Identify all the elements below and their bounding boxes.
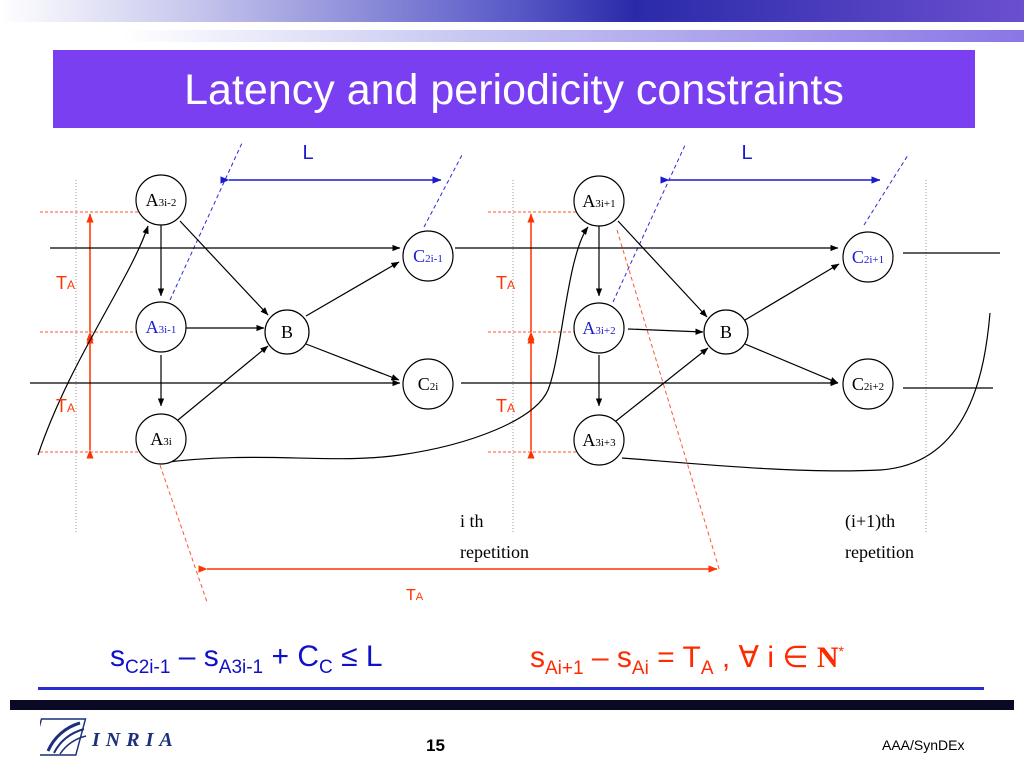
node-c2i+1: C2i+1 bbox=[852, 247, 884, 267]
footer-label: AAA/SynDEx bbox=[882, 737, 965, 753]
page-number: 15 bbox=[426, 736, 445, 755]
ta-label-1: TA bbox=[56, 273, 75, 293]
inria-logo-text: INRIA bbox=[92, 729, 179, 751]
ith-repetition-line2: repetition bbox=[460, 542, 529, 562]
ta-label-3: TA bbox=[496, 273, 515, 293]
slide-title: Latency and periodicity constraints bbox=[184, 66, 844, 114]
footer-dark-rule bbox=[10, 700, 1014, 710]
node-a3i+3: A3i+3 bbox=[582, 430, 616, 450]
i1th-repetition-line1: (i+1)th bbox=[845, 511, 895, 532]
ith-repetition-line1: i th bbox=[460, 511, 484, 531]
flow-lines bbox=[30, 244, 1000, 389]
node-c2i: C2i bbox=[418, 374, 439, 394]
edges bbox=[157, 220, 840, 422]
ta-label-2: TA bbox=[56, 396, 75, 416]
period-diagonals bbox=[159, 229, 721, 603]
nodes bbox=[135, 174, 894, 466]
i1th-repetition-line2: repetition bbox=[845, 542, 914, 562]
footer-blue-rule bbox=[38, 687, 984, 690]
node-a3i-2: A3i-2 bbox=[146, 190, 177, 210]
node-b-1: B bbox=[281, 322, 293, 342]
title-banner: Latency and periodicity constraints bbox=[53, 50, 975, 128]
latency-label-2: L bbox=[741, 142, 752, 164]
repetition-separators bbox=[75, 180, 927, 532]
node-a3i+2: A3i+2 bbox=[582, 318, 615, 338]
node-b-2: B bbox=[720, 322, 732, 342]
inria-logo-icon bbox=[40, 718, 87, 756]
node-c2i+2: C2i+2 bbox=[852, 374, 884, 394]
periodicity-equation: sAi+1 – sAi = TA , ∀ i ∈ N* bbox=[530, 641, 844, 679]
ta-arrows bbox=[86, 213, 718, 573]
latency-diagonals bbox=[169, 142, 909, 303]
latency-label-1: L bbox=[302, 142, 313, 164]
curved-edges bbox=[37, 225, 991, 472]
ta-label-bottom: TA bbox=[406, 587, 424, 604]
node-a3i-1: A3i-1 bbox=[146, 317, 177, 337]
latency-equation: sC2i-1 – sA3i-1 + CC ≤ L bbox=[110, 640, 383, 678]
node-c2i-1: C2i-1 bbox=[413, 246, 443, 266]
node-a3i+1: A3i+1 bbox=[582, 191, 615, 211]
top-gradient-bar bbox=[0, 0, 1024, 22]
node-a3i: A3i bbox=[150, 429, 172, 449]
ta-label-4: TA bbox=[496, 396, 515, 416]
sub-gradient-bar bbox=[0, 30, 1024, 42]
